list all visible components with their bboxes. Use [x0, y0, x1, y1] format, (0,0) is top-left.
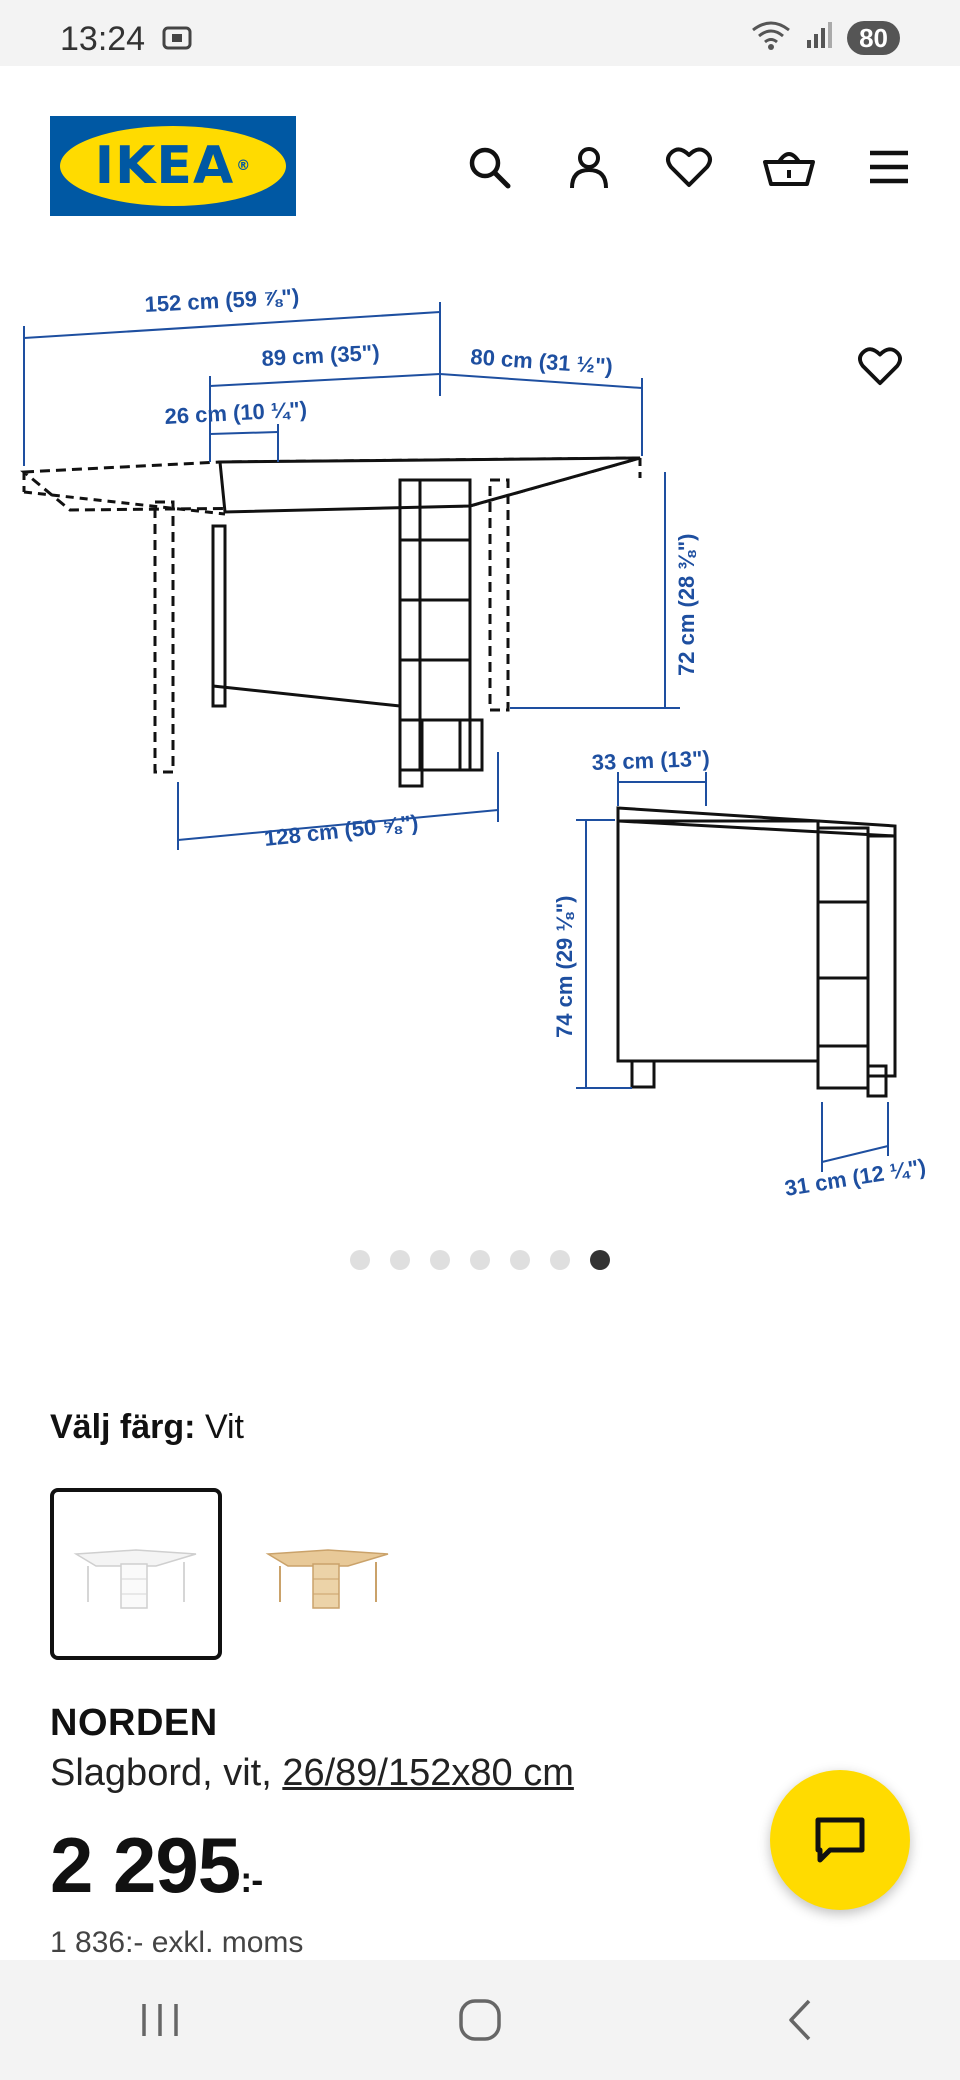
logo-ellipse — [60, 126, 286, 206]
chat-button[interactable] — [770, 1770, 910, 1910]
dimension-drawing: 152 cm (59 ⅞") 89 cm (35") 80 cm (31 ½")… — [20, 284, 928, 1201]
back-icon[interactable] — [740, 1970, 860, 2070]
pagination-dot[interactable] — [550, 1250, 570, 1270]
product-name: NORDEN — [50, 1702, 218, 1744]
heart-icon[interactable] — [660, 138, 718, 196]
pagination-dot[interactable] — [430, 1250, 450, 1270]
price-excl-vat: 1 836:- exkl. moms — [50, 1926, 304, 1959]
chat-icon — [815, 1817, 865, 1863]
dim-folded-depth: 33 cm (13") — [591, 746, 710, 775]
logo-text: IKEA® — [94, 136, 252, 196]
dim-height-folded: 74 cm (29 ⅛") — [552, 895, 577, 1038]
color-swatches — [50, 1488, 414, 1660]
status-time: 13:24 — [60, 20, 146, 58]
ikea-logo[interactable]: IKEA® — [50, 116, 296, 216]
dim-total-width: 152 cm (59 ⅞") — [144, 284, 300, 317]
signal-icon — [805, 20, 835, 55]
status-icons: 80 — [749, 18, 900, 57]
site-header: IKEA® — [0, 66, 960, 266]
wifi-icon — [749, 18, 793, 57]
pagination-dot[interactable] — [390, 1250, 410, 1270]
menu-icon[interactable] — [860, 138, 918, 196]
dim-height-open: 72 cm (28 ⅜") — [674, 533, 699, 676]
favorite-heart-icon[interactable] — [848, 334, 912, 398]
home-icon[interactable] — [420, 1970, 540, 2070]
dim-middle-width: 89 cm (35") — [261, 340, 380, 371]
product-price: 2 295:- — [50, 1821, 263, 1909]
battery-badge: 80 — [847, 20, 900, 55]
basket-icon[interactable] — [760, 138, 818, 196]
gallery-pagination — [0, 1250, 960, 1270]
dim-base-length: 128 cm (50 ⅝") — [263, 810, 420, 851]
selected-color-value: Vit — [204, 1408, 245, 1446]
status-bar: 13:24 80 — [0, 0, 960, 66]
system-nav-bar — [0, 1960, 960, 2080]
search-icon[interactable] — [460, 138, 518, 196]
color-select-label: Välj färg: Vit — [50, 1408, 245, 1446]
color-swatch-birch[interactable] — [242, 1488, 414, 1660]
dim-folded-width: 26 cm (10 ¼") — [164, 397, 308, 429]
product-description: Slagbord, vit, 26/89/152x80 cm — [50, 1752, 574, 1794]
pagination-dot-active[interactable] — [590, 1250, 610, 1270]
pagination-dot[interactable] — [510, 1250, 530, 1270]
color-swatch-white[interactable] — [50, 1488, 222, 1660]
header-icons — [460, 138, 918, 196]
product-gallery[interactable]: 152 cm (59 ⅞") 89 cm (35") 80 cm (31 ½")… — [0, 266, 960, 1266]
dim-depth: 80 cm (31 ½") — [470, 344, 614, 379]
screenshot-icon — [162, 24, 192, 57]
pagination-dot[interactable] — [470, 1250, 490, 1270]
account-icon[interactable] — [560, 138, 618, 196]
dim-folded-leg: 31 cm (12 ¼") — [783, 1154, 928, 1201]
product-size-link[interactable]: 26/89/152x80 cm — [282, 1752, 574, 1794]
pagination-dot[interactable] — [350, 1250, 370, 1270]
recents-icon[interactable] — [100, 1970, 220, 2070]
